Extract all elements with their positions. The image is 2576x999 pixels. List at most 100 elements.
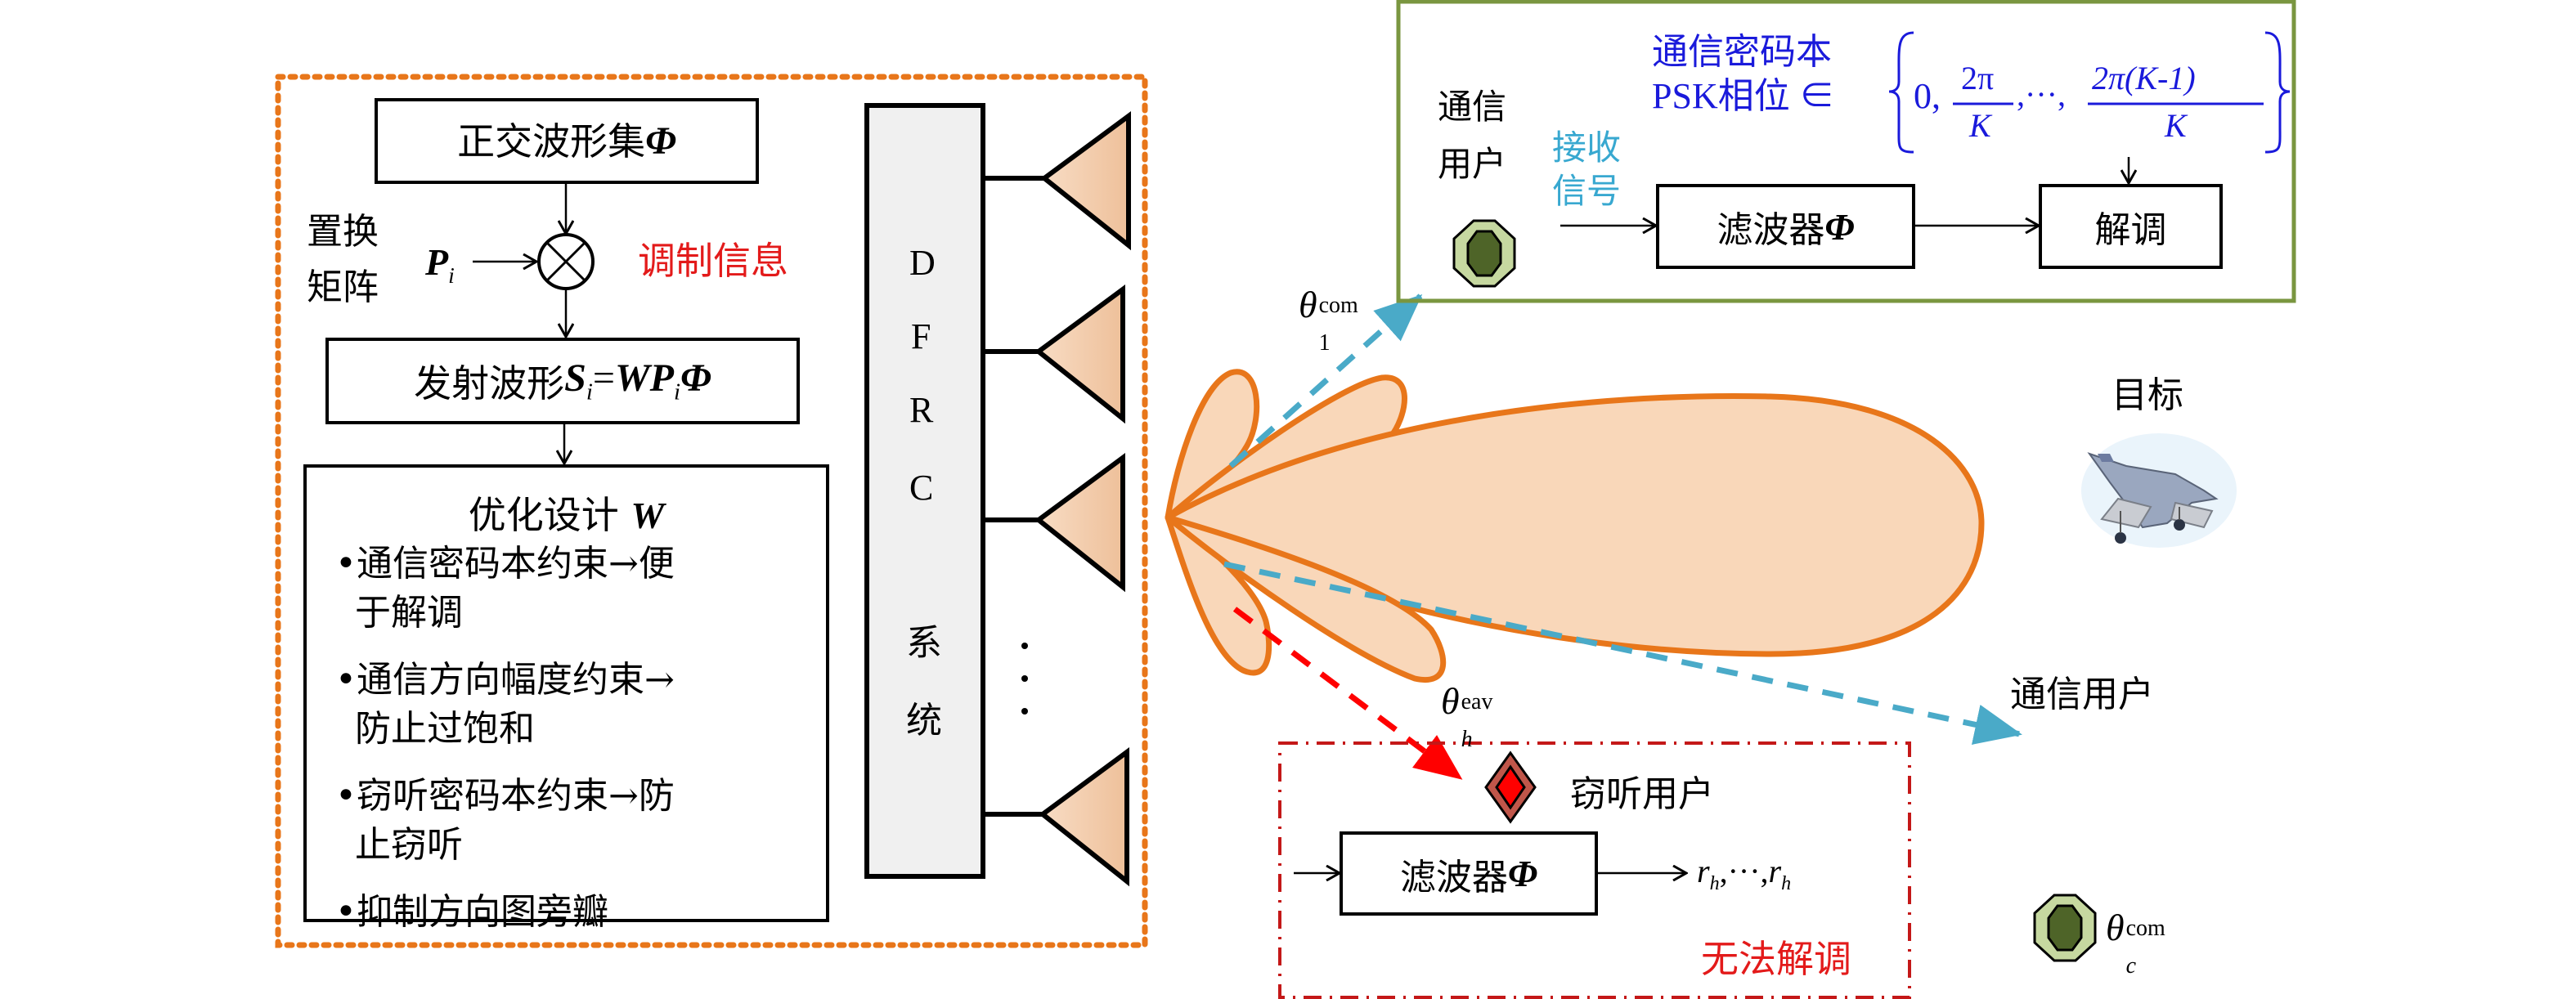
- receive-signal-label-1: 接收: [1552, 128, 1622, 168]
- modulation-info-label: 调制信息: [638, 239, 788, 283]
- comm-user-2-label: 通信用户: [2010, 674, 2154, 715]
- orthogonal-set-label: 正交波形集: [457, 119, 646, 164]
- r-sub: h: [1709, 873, 1720, 894]
- dfrc-letter-d: D: [909, 243, 936, 283]
- antenna-ellipsis: [1021, 643, 1028, 715]
- eavesdropper-label: 窃听用户: [1570, 773, 1714, 815]
- antenna-4: [983, 747, 1129, 887]
- constraint-item: •窃听密码本约束→防止窃听: [335, 772, 818, 870]
- comm-arrow-user-c: [1223, 561, 2022, 745]
- dfrc-letter-f: F: [911, 316, 931, 356]
- theta-sup: eav: [1461, 689, 1493, 715]
- comm-user-label-2: 用户: [1438, 144, 1507, 184]
- output-dots: ,···,: [1719, 853, 1769, 889]
- dfrc-letter-c: C: [909, 468, 934, 508]
- constraint-line: •窃听密码本约束→防: [335, 775, 675, 817]
- demodulation-box: 解调: [2039, 184, 2223, 269]
- formula-sub-i2: i: [673, 379, 680, 405]
- codebook-frac1-num: 2π: [1961, 60, 1995, 96]
- antenna-3: [983, 453, 1125, 593]
- theta-sup: com: [1318, 293, 1358, 318]
- r-symbol: r: [1697, 853, 1710, 889]
- constraint-item: •通信密码本约束→便于解调: [335, 540, 818, 638]
- r-symbol: r: [1768, 853, 1782, 889]
- constraint-item: •抑制方向图旁瓣: [335, 888, 818, 937]
- dfrc-system-char-1: 系: [906, 622, 942, 664]
- eav-output-label: rh,···,rh: [1697, 855, 1791, 894]
- constraint-item: •通信方向幅度约束→ 防止过饱和: [335, 656, 818, 754]
- comm-user-box: [1396, 0, 2296, 303]
- codebook-label-2: PSK相位 ∈: [1652, 76, 1835, 116]
- beam-pattern: [1165, 369, 1985, 683]
- cannot-demodulate-label: 无法解调: [1701, 937, 1851, 981]
- transmit-formula: Si=WPiΦ: [564, 356, 711, 406]
- theta-sub: h: [1461, 727, 1473, 752]
- permutation-symbol: Pi: [425, 244, 455, 287]
- theta-symbol: θ: [2106, 907, 2125, 948]
- diamond-user-icon: [1484, 750, 1537, 824]
- p-symbol: P: [425, 241, 449, 283]
- theta-sup: com: [2125, 916, 2165, 941]
- theta-symbol: θ: [1441, 680, 1460, 722]
- receive-signal-label-2: 信号: [1552, 171, 1622, 211]
- brace-right: [2264, 31, 2291, 154]
- constraint-line: 于解调: [355, 592, 463, 634]
- constraint-list: •通信密码本约束→便于解调 •通信方向幅度约束→ 防止过饱和 •窃听密码本约束→防…: [335, 540, 818, 955]
- constraint-line: 止窃听: [355, 824, 463, 866]
- theta-sub: c: [2125, 953, 2137, 979]
- orthogonal-waveform-set-box: 正交波形集 Φ: [375, 98, 759, 184]
- comm-arrow-user-1: [1228, 293, 1423, 468]
- transmit-waveform-box: 发射波形 Si=WPiΦ: [325, 338, 800, 424]
- codebook-label-1: 通信密码本: [1652, 31, 1832, 73]
- comm-user-label-1: 通信: [1438, 87, 1507, 127]
- optimize-title-text: 优化设计: [468, 493, 619, 537]
- eav-arrow: [1232, 607, 1463, 781]
- eav-filter-box: 滤波器 Φ: [1340, 831, 1598, 916]
- constraint-line: 防止过饱和: [355, 708, 535, 750]
- optimize-symbol: W: [631, 495, 665, 536]
- constraint-line: •抑制方向图旁瓣: [335, 891, 608, 933]
- codebook-frac2-num: 2π(K-1): [2092, 60, 2196, 96]
- fighter-jet-icon: [2081, 433, 2237, 548]
- p-subscript: i: [448, 262, 455, 289]
- permutation-label-2: 矩阵: [307, 267, 379, 308]
- codebook-set-first: 0,: [1914, 76, 1941, 116]
- eav-filter-label: 滤波器: [1399, 856, 1508, 898]
- brace-left: [1888, 31, 1914, 154]
- formula-sub-i: i: [586, 379, 593, 405]
- theta-symbol: θ: [1299, 284, 1317, 325]
- octagon-user-icon-2: [2033, 894, 2097, 962]
- antenna-2: [983, 284, 1125, 424]
- constraint-line: •通信方向幅度约束→: [335, 659, 675, 701]
- transmitter-enclosure: [275, 74, 1148, 948]
- theta-sub: 1: [1318, 330, 1331, 356]
- dfrc-letter-r: R: [909, 390, 934, 430]
- comm-filter-box: 滤波器 Φ: [1656, 184, 1915, 269]
- mixer-cross-2: [545, 241, 586, 282]
- target-label: 目标: [2112, 374, 2183, 416]
- codebook-frac1-den: K: [1969, 107, 1991, 144]
- side-lobe-lower-2: [1165, 514, 1447, 683]
- formula-s: S: [564, 356, 586, 401]
- constraint-line: •通信密码本约束→便: [335, 543, 675, 585]
- dfrc-system-char-2: 统: [906, 700, 942, 741]
- demodulation-label: 解调: [2094, 209, 2167, 251]
- codebook-set-ellipsis: ,···,: [2017, 76, 2066, 113]
- r-sub: h: [1781, 873, 1792, 894]
- formula-eq: =: [592, 356, 615, 401]
- formula-wp: WP: [614, 356, 674, 401]
- orthogonal-set-symbol: Φ: [645, 119, 676, 163]
- eav-filter-symbol: Φ: [1507, 853, 1538, 894]
- octagon-user-icon: [1452, 219, 1516, 288]
- comm-filter-label: 滤波器: [1717, 209, 1825, 251]
- codebook-frac2-den: K: [2165, 107, 2187, 144]
- dfrc-system-block: [864, 103, 985, 879]
- formula-phi: Φ: [680, 356, 711, 401]
- optimize-title: 优化设计 W: [307, 486, 826, 540]
- antenna-1: [983, 111, 1131, 251]
